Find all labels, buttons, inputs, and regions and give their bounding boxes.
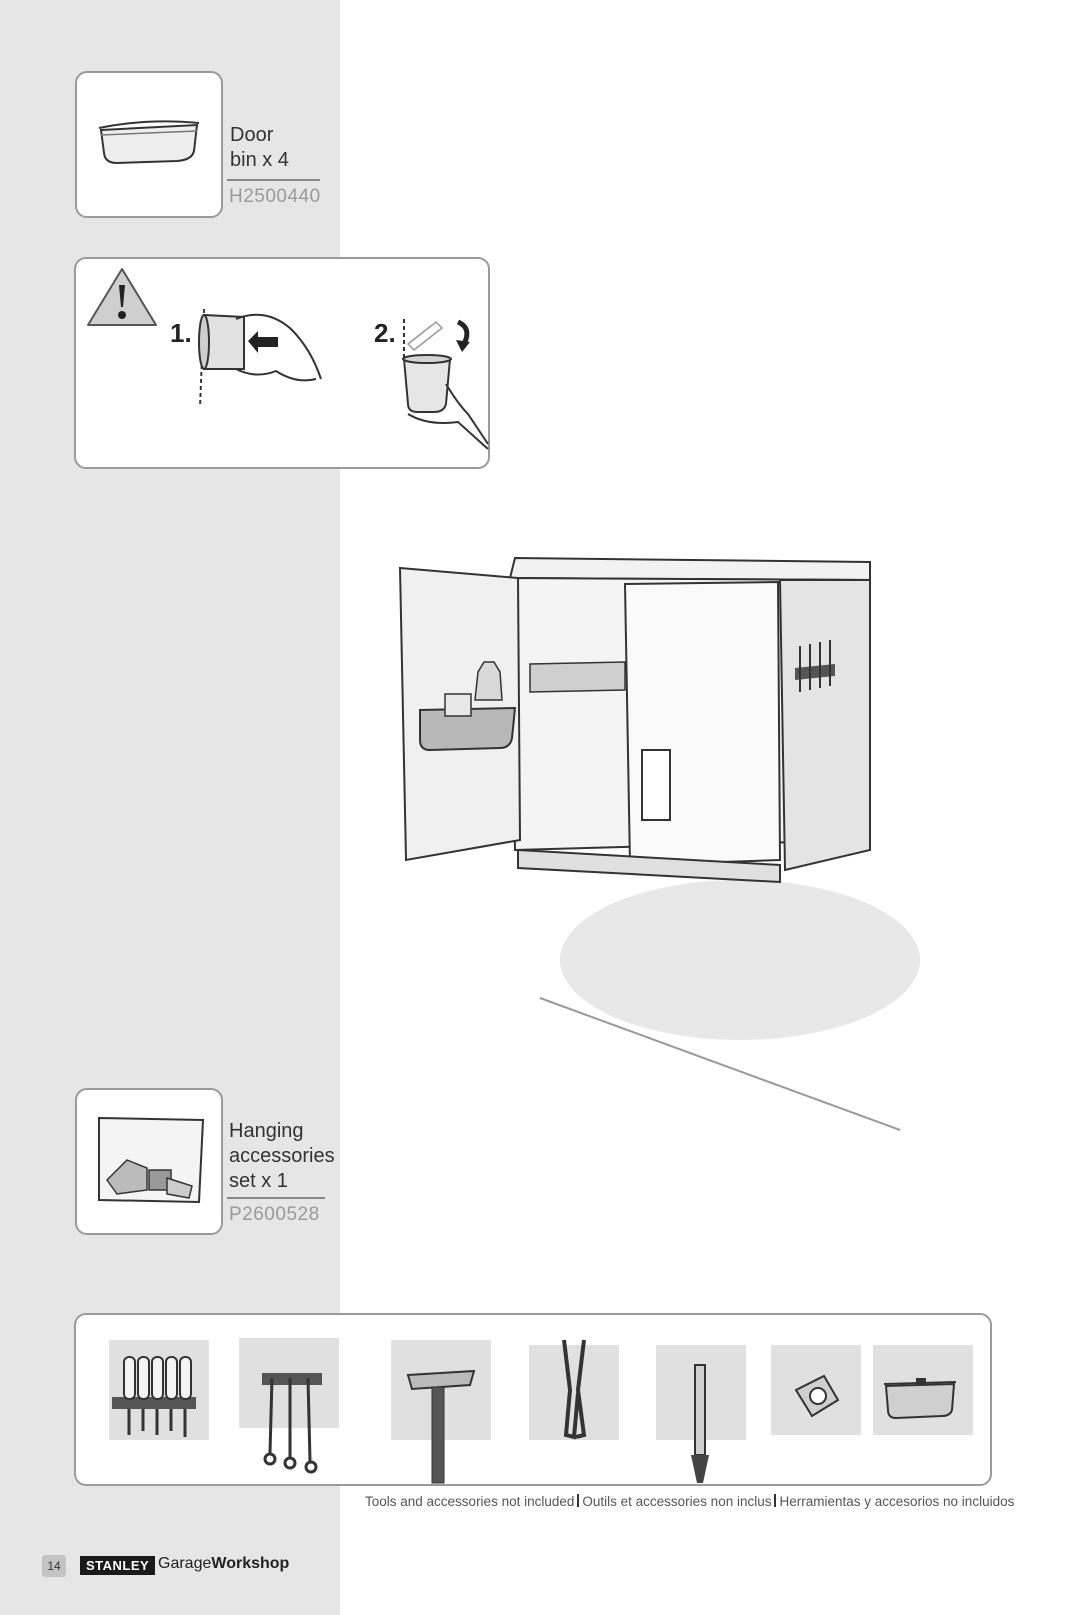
hammer-hook-icon xyxy=(391,1340,491,1484)
tools-card xyxy=(74,1313,992,1486)
separator xyxy=(774,1494,777,1507)
instruction-card: 1. 2. xyxy=(74,257,490,469)
wrench-rack-icon xyxy=(239,1338,339,1474)
brush-hook-icon xyxy=(656,1345,746,1483)
step-number-1: 1. xyxy=(170,318,192,348)
part-card-door-bin xyxy=(75,71,223,218)
tape-measure-hook-icon xyxy=(771,1345,861,1435)
small-box-icon xyxy=(873,1345,973,1435)
wall-cabinet-icon xyxy=(398,556,920,1131)
screwdriver-rack-icon xyxy=(109,1340,209,1440)
separator xyxy=(577,1494,580,1507)
product-name: GarageWorkshop xyxy=(158,1555,290,1572)
rotate-bin-down-icon xyxy=(402,319,489,450)
part-divider xyxy=(227,179,320,181)
accessories-bag-icon xyxy=(98,1116,205,1204)
insert-bin-hand-icon xyxy=(198,308,322,408)
pliers-hook-icon xyxy=(529,1339,619,1440)
page-number: 14 xyxy=(42,1555,66,1577)
door-bin-icon xyxy=(98,120,200,165)
brand-logo: STANLEY xyxy=(80,1556,156,1575)
part-divider xyxy=(227,1197,325,1199)
part-code-hanging-accessories: P2600528 xyxy=(229,1204,320,1225)
part-card-hanging-accessories xyxy=(75,1088,223,1235)
part-label-hanging-accessories: Hanging accessories set x 1 xyxy=(229,1120,335,1192)
part-label-door-bin: Door bin x 4 xyxy=(230,124,289,171)
warning-triangle-icon xyxy=(87,268,157,326)
step-number-2: 2. xyxy=(374,318,396,348)
part-code-door-bin: H2500440 xyxy=(229,186,321,207)
